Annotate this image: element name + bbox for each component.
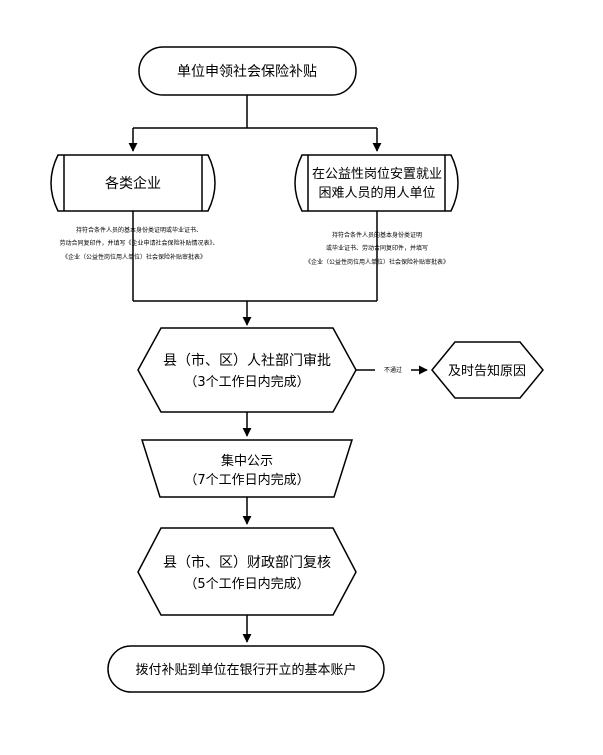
public-notice-label-1: 集中公示 <box>221 453 273 469</box>
county-hr-approval-label-1: 县（市、区）人社部门审批 <box>163 352 331 369</box>
finance-review-label-2: （5个工作日内完成） <box>184 576 309 592</box>
notify-reason-node <box>431 341 544 399</box>
public-welfare-node-label-1: 在公益性岗位安置就业 <box>312 167 442 182</box>
payout-node <box>107 645 385 693</box>
enterprise-node-label: 各类企业 <box>105 175 161 192</box>
enterprise-note-line-2: 劳动合同复印件，并填写《企业申请社会保险补贴情况表》、 <box>59 239 218 247</box>
finance-review-label-1: 县（市、区）财政部门复核 <box>163 554 331 571</box>
public-welfare-node-label-2: 困难人员的用人单位 <box>318 185 435 201</box>
county-hr-approval-label-2: （3个工作日内完成） <box>184 374 309 390</box>
enterprise-note-line-3: 《企业（公益性岗位用人单位）社会保险补贴审批表》 <box>62 253 206 261</box>
payout-node-label: 拨付补贴到单位在银行开立的基本账户 <box>135 662 356 678</box>
public-notice-label-2: （7个工作日内完成） <box>184 472 309 488</box>
start-node-label: 单位申领社会保险补贴 <box>177 64 317 80</box>
county-hr-approval-node <box>137 327 357 413</box>
public-welfare-node <box>294 154 459 212</box>
reject-edge-label: 不通过 <box>384 366 402 374</box>
enterprise-note-line-1: 持符合条件人员的基本身份类证明或毕业证书、 <box>76 226 202 234</box>
notify-reason-label: 及时告知原因 <box>448 363 526 379</box>
public-notice-node <box>140 439 354 498</box>
finance-review-node <box>137 527 357 616</box>
enterprise-node <box>50 154 216 212</box>
